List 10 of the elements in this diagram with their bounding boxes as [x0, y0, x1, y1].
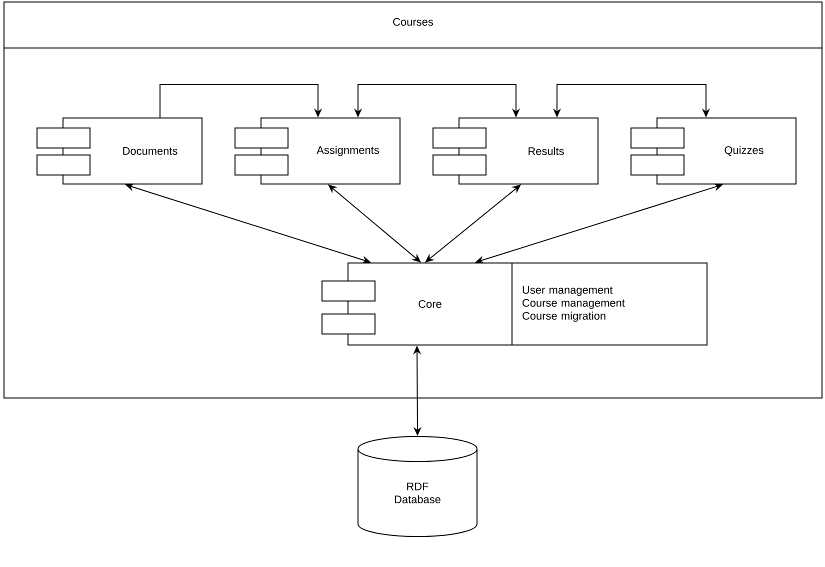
- component-box: Results: [432, 118, 598, 184]
- component-box: Quizzes: [630, 118, 796, 184]
- database-cylinder: RDF Database: [358, 436, 478, 537]
- arrow: [160, 84, 322, 118]
- feature-list-box: User management Course management Course migration: [512, 262, 708, 346]
- component-box: Assignments: [234, 118, 400, 184]
- component-box: Core: [322, 262, 512, 346]
- arrow: [425, 184, 521, 262]
- arrow: [328, 184, 421, 262]
- component-box: Documents: [36, 118, 202, 184]
